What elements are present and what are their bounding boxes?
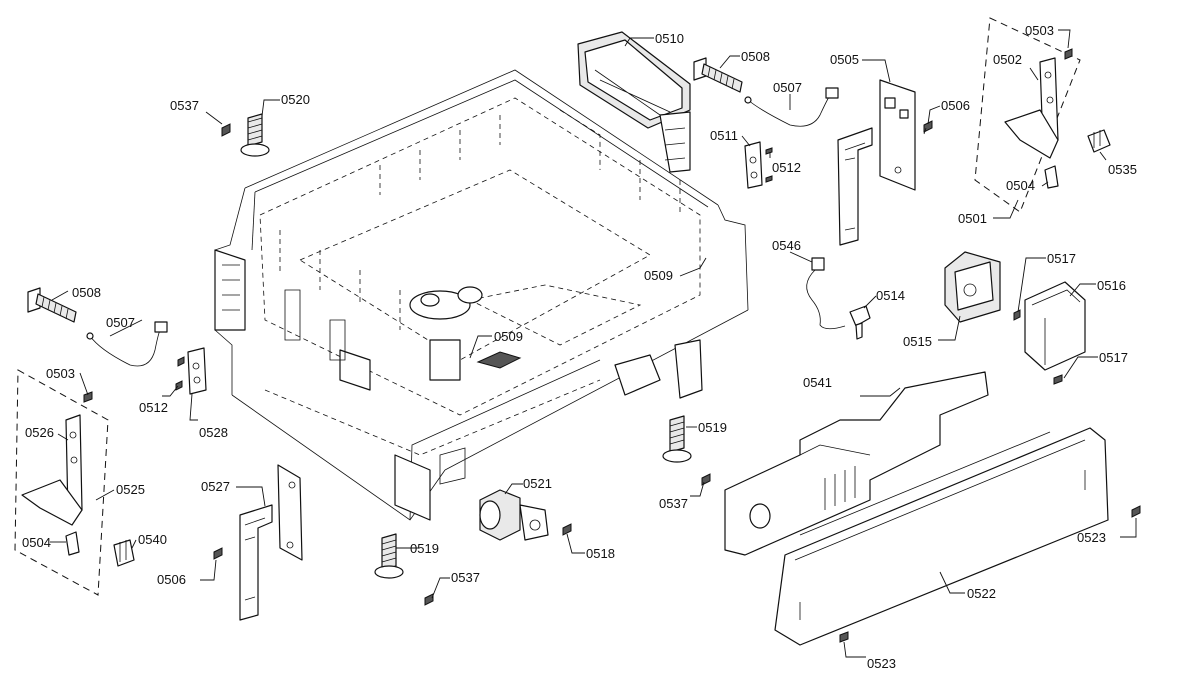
callout-0507-left: 0507 [106,315,135,330]
callout-0541: 0541 [803,375,832,390]
callout-0537-mid: 0537 [659,496,688,511]
part-0505-hinge-bracket [837,79,916,246]
part-0508-leveling-screw-left [27,287,77,323]
callout-0527: 0527 [201,479,230,494]
part-0507-wire-harness-top [744,87,839,127]
callout-0517-bottom: 0517 [1099,350,1128,365]
callout-0509-mid: 0509 [494,329,523,344]
callout-0512-left: 0512 [139,400,168,415]
part-0537-screw-bottom [424,593,434,606]
part-0521-inlet-valve [479,489,549,541]
part-0525-hinge-assembly-group [14,369,109,596]
callout-0519-mid: 0519 [410,541,439,556]
callout-labels: 0503 0502 0510 0508 0505 0507 0506 0537 … [22,23,1137,671]
part-0517-screw-bottom [1053,374,1063,385]
part-0520-leveling-foot [240,113,270,157]
part-0527-hinge-bracket [239,464,303,621]
callout-0523-right: 0523 [1077,530,1106,545]
part-0519-leveling-foot-mid [374,533,404,579]
tub-base-frame [214,69,749,521]
part-0517-screw-top [1013,309,1021,321]
callout-0511: 0511 [710,128,738,143]
callout-0546: 0546 [772,238,801,253]
callout-0522: 0522 [967,586,996,601]
callout-0509-top: 0509 [644,268,673,283]
callout-0518: 0518 [586,546,615,561]
callout-0523-bottom: 0523 [867,656,896,671]
part-0507-wire-harness-left [86,321,168,367]
callout-0515: 0515 [903,334,932,349]
part-0540-clip [113,539,135,567]
part-0528-hinge-plate [187,347,207,395]
part-0510-module [577,31,691,173]
callout-0520: 0520 [281,92,310,107]
callout-0507-top: 0507 [773,80,802,95]
part-0519-leveling-foot-right [662,415,692,463]
part-0541-inner-panel [724,371,989,556]
callout-0504-top: 0504 [1006,178,1035,193]
part-0546-wire-harness [806,257,846,330]
part-0516-cover [1024,281,1086,371]
callout-0505: 0505 [830,52,859,67]
callout-0519-right: 0519 [698,420,727,435]
callout-0502: 0502 [993,52,1022,67]
part-0511-hinge-plate [744,141,773,189]
part-0537-screw-top [221,123,231,137]
callout-0504-left: 0504 [22,535,51,550]
part-0512-screws-left [175,356,185,391]
callout-0506-left: 0506 [157,572,186,587]
callout-0521: 0521 [523,476,552,491]
callout-0501: 0501 [958,211,987,226]
callout-0540: 0540 [138,532,167,547]
callout-0503-left: 0503 [46,366,75,381]
callout-0528: 0528 [199,425,228,440]
callout-0535: 0535 [1108,162,1137,177]
callout-0537-bottom: 0537 [451,570,480,585]
callout-0506-top: 0506 [941,98,970,113]
callout-0508-top: 0508 [741,49,770,64]
part-0506-screw-bottom [213,547,223,560]
part-0506-screw-top [923,120,933,135]
part-0515-control-bracket [944,251,1001,323]
callout-0512-top: 0512 [772,160,801,175]
leader-lines [50,29,1137,658]
part-0508-leveling-screw-top [693,57,743,93]
part-0514-sensor [849,305,871,340]
callout-0516: 0516 [1097,278,1126,293]
part-0535-clip [1087,129,1111,153]
part-0501-hinge-assembly-group [974,17,1081,213]
callout-0517-top: 0517 [1047,251,1076,266]
part-0518-screw [562,523,572,536]
callout-0525: 0525 [116,482,145,497]
part-0523-screw-right [1131,505,1141,518]
callout-0514: 0514 [876,288,905,303]
part-0523-screw-bottom [839,631,849,643]
callout-0526: 0526 [25,425,54,440]
part-0522-outer-door-panel [774,427,1109,646]
callout-0503-top: 0503 [1025,23,1054,38]
callout-0537-top: 0537 [170,98,199,113]
callout-0510: 0510 [655,31,684,46]
callout-0508-left: 0508 [72,285,101,300]
